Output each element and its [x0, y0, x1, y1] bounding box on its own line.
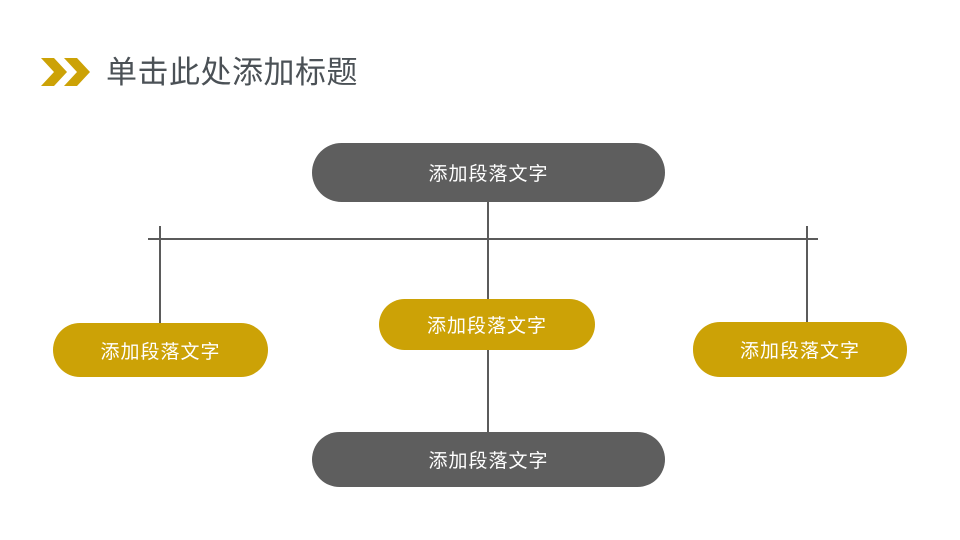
node-top[interactable]: 添加段落文字	[312, 143, 665, 202]
node-left[interactable]: 添加段落文字	[53, 323, 268, 377]
connector-horizontal-bus	[148, 238, 818, 240]
connector-bus-to-left	[159, 226, 161, 323]
node-bottom[interactable]: 添加段落文字	[312, 432, 665, 487]
node-right[interactable]: 添加段落文字	[693, 322, 907, 377]
node-middle-label: 添加段落文字	[426, 316, 547, 337]
node-left-label: 添加段落文字	[100, 341, 221, 363]
slide-title-row: 单击此处添加标题	[40, 48, 358, 96]
node-right-label: 添加段落文字	[739, 341, 860, 362]
connector-bus-to-right	[806, 226, 808, 322]
connector-middle-to-bottom	[487, 350, 489, 432]
node-bottom-label: 添加段落文字	[428, 451, 549, 472]
connector-top-to-bus	[487, 202, 489, 238]
node-top-label: 添加段落文字	[428, 164, 549, 185]
double-chevron-right-icon	[41, 58, 90, 86]
connector-bus-to-middle	[487, 238, 489, 299]
node-middle[interactable]: 添加段落文字	[379, 299, 595, 350]
page-title: 单击此处添加标题	[106, 54, 358, 90]
